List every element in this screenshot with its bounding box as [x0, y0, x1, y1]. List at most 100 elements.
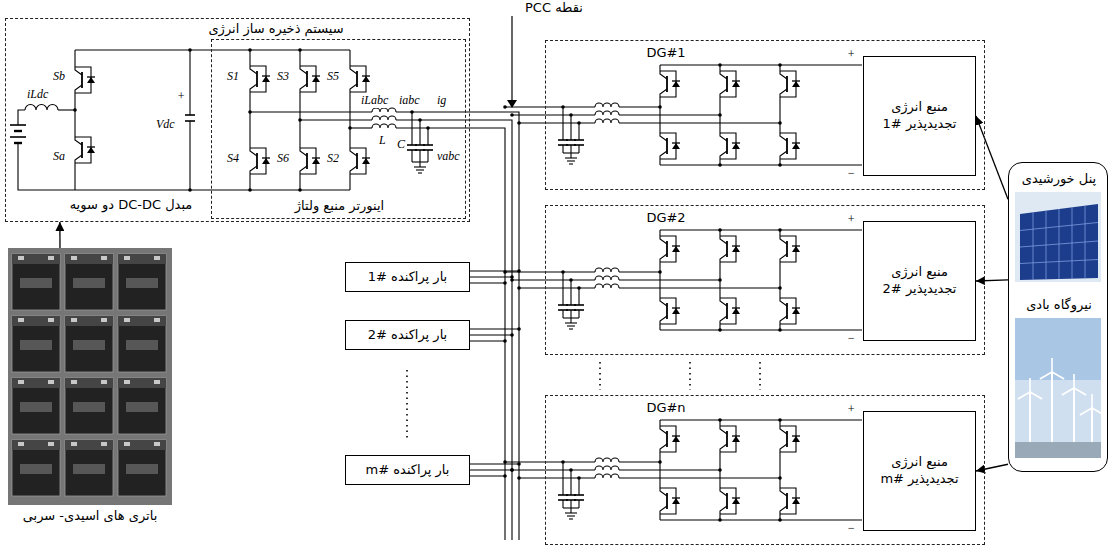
wire — [519, 122, 595, 123]
igbt-symbol — [660, 230, 667, 244]
wire — [619, 469, 720, 470]
diode-symbol — [720, 236, 736, 262]
igbt-symbol — [250, 50, 257, 74]
igbt-symbol — [660, 482, 667, 496]
igbt-symbol — [780, 127, 787, 141]
wire — [470, 475, 505, 476]
symbol-label: L — [378, 134, 387, 148]
igbt-symbol — [660, 506, 667, 520]
ground-symbol — [570, 153, 571, 158]
diode-symbol — [250, 148, 266, 174]
wire — [660, 64, 862, 65]
igbt-symbol — [726, 431, 728, 447]
diode-symbol — [780, 298, 796, 324]
battery-photo — [12, 254, 60, 264]
igbt-symbol — [250, 84, 257, 108]
igbt-symbol — [81, 72, 83, 88]
igbt-symbol — [720, 254, 727, 268]
symbol-label: − — [846, 167, 856, 181]
arrow-connector — [976, 464, 1008, 471]
wire — [470, 282, 505, 283]
source-box: منبع انرژی تجدیدپذیر #1 — [863, 56, 976, 176]
inductor-symbol — [595, 119, 619, 123]
wind-turbine — [1029, 392, 1031, 442]
capacitor-symbol — [574, 139, 584, 141]
battery-photo — [73, 340, 105, 350]
inductor-symbol — [595, 103, 619, 107]
wire — [189, 50, 190, 115]
diode-symbol — [672, 308, 680, 314]
battery-photo — [48, 318, 54, 322]
solar-photo — [1020, 241, 1098, 247]
symbol-label: S6 — [276, 152, 290, 166]
diode-symbol — [312, 75, 320, 76]
battery-photo — [118, 440, 166, 496]
battery-photo — [12, 316, 60, 326]
ground-symbol — [567, 515, 575, 516]
capacitor-symbol — [185, 114, 195, 116]
wire — [578, 500, 579, 508]
wind-turbine — [1062, 388, 1074, 395]
wire — [660, 329, 862, 330]
igbt-symbol — [81, 142, 83, 158]
igbt-symbol — [75, 110, 82, 145]
diode-symbol — [792, 245, 800, 246]
battery-photo — [73, 464, 105, 474]
battery-photo — [154, 442, 160, 446]
inductor-symbol — [595, 284, 619, 288]
battery-photo — [20, 464, 52, 474]
diode-symbol — [660, 71, 676, 97]
diode-symbol — [792, 246, 800, 252]
symbol-label: − — [846, 522, 856, 536]
ground-symbol — [569, 163, 573, 164]
battery-photo — [12, 378, 60, 388]
symbol-label: iLabc — [360, 94, 389, 108]
wind-photo — [1015, 318, 1101, 458]
igbt-symbol — [666, 138, 668, 154]
wire — [619, 122, 780, 123]
wire — [660, 164, 862, 165]
battery-photo — [71, 380, 77, 384]
igbt-symbol — [666, 303, 668, 319]
storage-system-box: سیستم ذخیره ساز انرژیاینورتر منبع ولتاژ — [5, 18, 470, 222]
battery-photo — [126, 340, 158, 350]
renewable-photos-box: پنل خورشیدینیروگاه بادی — [1008, 162, 1108, 472]
igbt-symbol — [666, 431, 668, 447]
junction-dot — [510, 333, 514, 337]
symbol-label: + — [846, 403, 856, 417]
node-text: باتری های اسیدی- سربی — [8, 508, 172, 525]
diode-symbol — [362, 158, 370, 164]
diode-symbol — [792, 81, 800, 87]
wire — [562, 310, 563, 318]
ground-symbol — [569, 518, 573, 519]
battery-photo — [118, 378, 166, 388]
wind-turbine — [1092, 408, 1104, 415]
igbt-symbol — [720, 444, 727, 458]
wire — [512, 279, 595, 280]
igbt-symbol — [256, 153, 258, 169]
igbt-symbol — [356, 71, 358, 87]
diode-symbol — [732, 436, 740, 442]
wire — [619, 106, 660, 107]
junction-dot — [503, 474, 507, 478]
igbt-symbol — [75, 155, 82, 190]
battery-photo — [101, 380, 107, 384]
battery-photo — [124, 442, 130, 446]
igbt-symbol — [300, 84, 307, 108]
igbt-symbol — [720, 482, 727, 496]
battery-photo — [71, 256, 77, 260]
inductor-symbol — [372, 108, 396, 112]
wire — [519, 287, 595, 288]
battery-photo — [20, 340, 52, 350]
ground-symbol — [570, 508, 571, 513]
igbt-symbol — [786, 303, 788, 319]
node-text: سیستم ذخیره ساز انرژی — [186, 21, 366, 38]
wind-turbine — [1052, 372, 1064, 379]
battery-photo — [154, 256, 160, 260]
igbt-symbol — [726, 76, 728, 92]
igbt-symbol — [780, 151, 787, 165]
diode-symbol — [660, 298, 676, 324]
diode-symbol — [312, 158, 320, 164]
inductor-symbol — [372, 124, 396, 128]
diode-symbol — [672, 81, 680, 87]
